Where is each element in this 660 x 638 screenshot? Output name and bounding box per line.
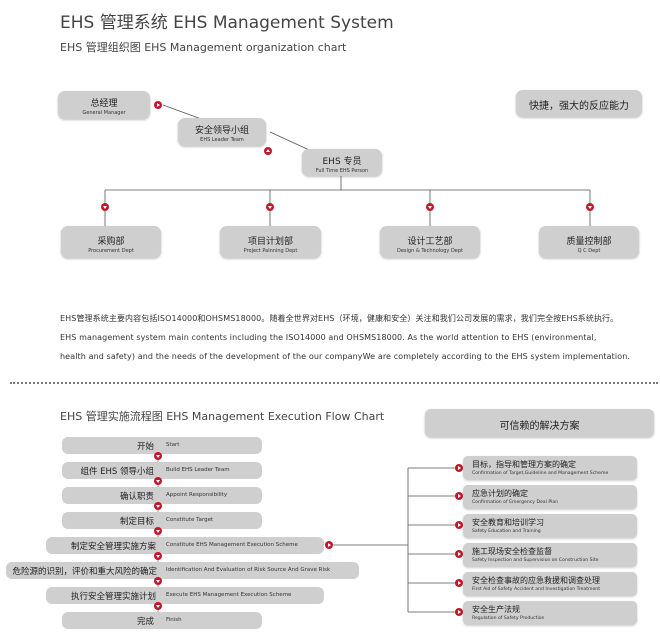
- ehs-person-label: EHS 专员: [322, 157, 362, 167]
- arrow-right-icon: [455, 608, 463, 616]
- leader-team-en-label: EHS Leader Team: [200, 137, 244, 143]
- tagline-text: 快捷，强大的反应能力: [529, 101, 629, 112]
- arrow-down-icon: [154, 602, 162, 610]
- arrow-right-icon: [455, 464, 463, 472]
- org-chart-subtitle: EHS 管理组织图 EHS Management organization ch…: [60, 41, 347, 54]
- solution-item: 目标，指导和管理方案的确定 Confirmation of Target,Gui…: [463, 456, 637, 480]
- leader-team-label: 安全领导小组: [194, 126, 249, 136]
- flow-step-en-label: Execute EHS Management Execution Scheme: [166, 591, 292, 598]
- flow-step-en-label: Start: [166, 441, 180, 448]
- flow-step-target: 制定目标 Constitute Target: [62, 512, 262, 529]
- arrow-down-icon: [266, 203, 274, 211]
- dept-label: 设计工艺部: [407, 237, 453, 247]
- flow-step-label: 制定安全管理实施方案: [70, 542, 156, 552]
- solution-label: 安全生产法规: [472, 605, 520, 614]
- arrow-down-icon: [586, 203, 594, 211]
- arrow-right-icon: [455, 492, 463, 500]
- arrow-right-icon: [455, 521, 463, 529]
- flow-step-label: 开始: [136, 442, 154, 452]
- arrow-right-icon: [455, 579, 463, 587]
- solution-item: 安全教育和培训学习 Safety Education and Training: [463, 514, 637, 538]
- solution-en-label: Confirmation of Emergency Deal Plan: [472, 500, 559, 505]
- description-en-line2: health and safety) and the needs of the …: [60, 352, 631, 361]
- arrow-down-icon: [154, 502, 162, 510]
- solution-label: 应急计划的确定: [472, 489, 528, 498]
- solution-item: 安全生产法规 Regulation of Safety Production: [463, 601, 637, 625]
- flow-step-scheme: 制定安全管理实施方案 Constitute EHS Management Exe…: [46, 537, 324, 554]
- arrow-right-icon: [325, 541, 333, 549]
- solution-en-label: Regulation of Safety Production: [472, 616, 545, 621]
- flow-step-label: 执行安全管理实施计划: [70, 592, 156, 602]
- dept-en-label: Design & Technology Dept: [397, 248, 463, 254]
- dept-en-label: Project Palnning Dept: [243, 248, 298, 254]
- page-title: EHS 管理系统 EHS Management System: [60, 13, 394, 33]
- tagline-box: 快捷，强大的反应能力: [516, 90, 642, 117]
- flow-step-en-label: Constitute Target: [166, 516, 214, 523]
- ehs-person-en-label: Full Time EHS Person: [315, 168, 369, 174]
- dept-en-label: Q C Dept: [577, 248, 601, 254]
- arrow-down-icon: [154, 452, 162, 460]
- flow-step-finish: 完成 Finish: [62, 612, 262, 629]
- arrow-down-icon: [154, 477, 162, 485]
- flow-step-en-label: Build EHS Leader Team: [166, 466, 230, 473]
- flow-step-risk: 危险源的识别，评价和重大风险的确定 Identification And Eva…: [6, 562, 359, 579]
- flow-step-label: 完成: [136, 617, 154, 627]
- arrow-down-icon: [154, 577, 162, 585]
- section-divider: [10, 382, 658, 384]
- leader-team-box: 安全领导小组 EHS Leader Team: [178, 118, 266, 146]
- flow-step-en-label: Constitute EHS Management Execution Sche…: [166, 541, 298, 548]
- flow-step-label: 确认职责: [119, 492, 154, 502]
- solution-label: 安全教育和培训学习: [472, 518, 544, 527]
- solution-item: 安全检查事故的应急救援和调查处理 First Aid of Safety Acc…: [463, 572, 637, 596]
- solution-item: 应急计划的确定 Confirmation of Emergency Deal P…: [463, 485, 637, 509]
- solution-label: 目标，指导和管理方案的确定: [472, 460, 576, 469]
- flow-step-en-label: Identification And Evaluation of Risk So…: [166, 566, 331, 573]
- flow-step-label: 组件 EHS 领导小组: [80, 467, 154, 477]
- dept-procurement-box: 采购部 Procurement Dept: [61, 226, 161, 258]
- dept-qc-box: 质量控制部 Q C Dept: [539, 226, 639, 258]
- solution-item: 施工现场安全检查监督 Safety Inspection and Supervi…: [463, 543, 637, 567]
- flow-chart-subtitle: EHS 管理实施流程图 EHS Management Execution Flo…: [60, 410, 385, 423]
- arrow-down-icon: [154, 527, 162, 535]
- flow-step-appoint: 确认职责 Appoint Responsibility: [62, 487, 262, 504]
- dept-en-label: Procurement Dept: [88, 248, 134, 254]
- description-en-line1: EHS management system main contents incl…: [60, 333, 597, 342]
- flow-step-start: 开始 Start: [62, 437, 262, 454]
- dept-design-box: 设计工艺部 Design & Technology Dept: [380, 226, 480, 258]
- flow-step-label: 危险源的识别，评价和重大风险的确定: [12, 567, 157, 577]
- solutions-title-box: 可信赖的解决方案: [425, 409, 654, 437]
- arrow-down-icon: [101, 203, 109, 211]
- dept-planning-box: 项目计划部 Project Palnning Dept: [220, 226, 321, 258]
- dept-label: 质量控制部: [566, 237, 612, 247]
- solution-en-label: First Aid of Safety Accident and Investi…: [472, 587, 601, 592]
- ehs-person-box: EHS 专员 Full Time EHS Person: [302, 149, 382, 176]
- arrow-right-icon: [455, 550, 463, 558]
- flow-step-en-label: Finish: [166, 616, 182, 623]
- arrow-right-icon: [154, 101, 162, 109]
- general-manager-en-label: General Manager: [82, 110, 126, 116]
- solution-label: 施工现场安全检查监督: [472, 547, 552, 556]
- solution-label: 安全检查事故的应急救援和调查处理: [472, 576, 600, 585]
- general-manager-box: 总经理 General Manager: [58, 91, 150, 119]
- dept-label: 项目计划部: [247, 237, 293, 247]
- flow-step-label: 制定目标: [119, 517, 154, 527]
- dept-label: 采购部: [97, 237, 125, 247]
- solution-en-label: Safety Education and Training: [472, 529, 541, 534]
- flow-step-en-label: Appoint Responsibility: [166, 491, 228, 498]
- flow-step-execute: 执行安全管理实施计划 Execute EHS Management Execut…: [46, 587, 324, 604]
- general-manager-label: 总经理: [90, 99, 118, 109]
- arrow-down-icon: [426, 203, 434, 211]
- description-zh: EHS管理系统主要内容包括ISO14000和OHSMS18000。随着全世界对E…: [60, 314, 619, 323]
- solution-en-label: Confirmation of Target,Guideline and Man…: [472, 471, 609, 476]
- solutions-title: 可信赖的解决方案: [499, 421, 580, 432]
- flow-step-build-team: 组件 EHS 领导小组 Build EHS Leader Team: [62, 462, 262, 479]
- arrow-up-icon: [264, 147, 272, 155]
- arrow-down-icon: [154, 552, 162, 560]
- solution-en-label: Safety Inspection and Supervision on Con…: [472, 558, 599, 563]
